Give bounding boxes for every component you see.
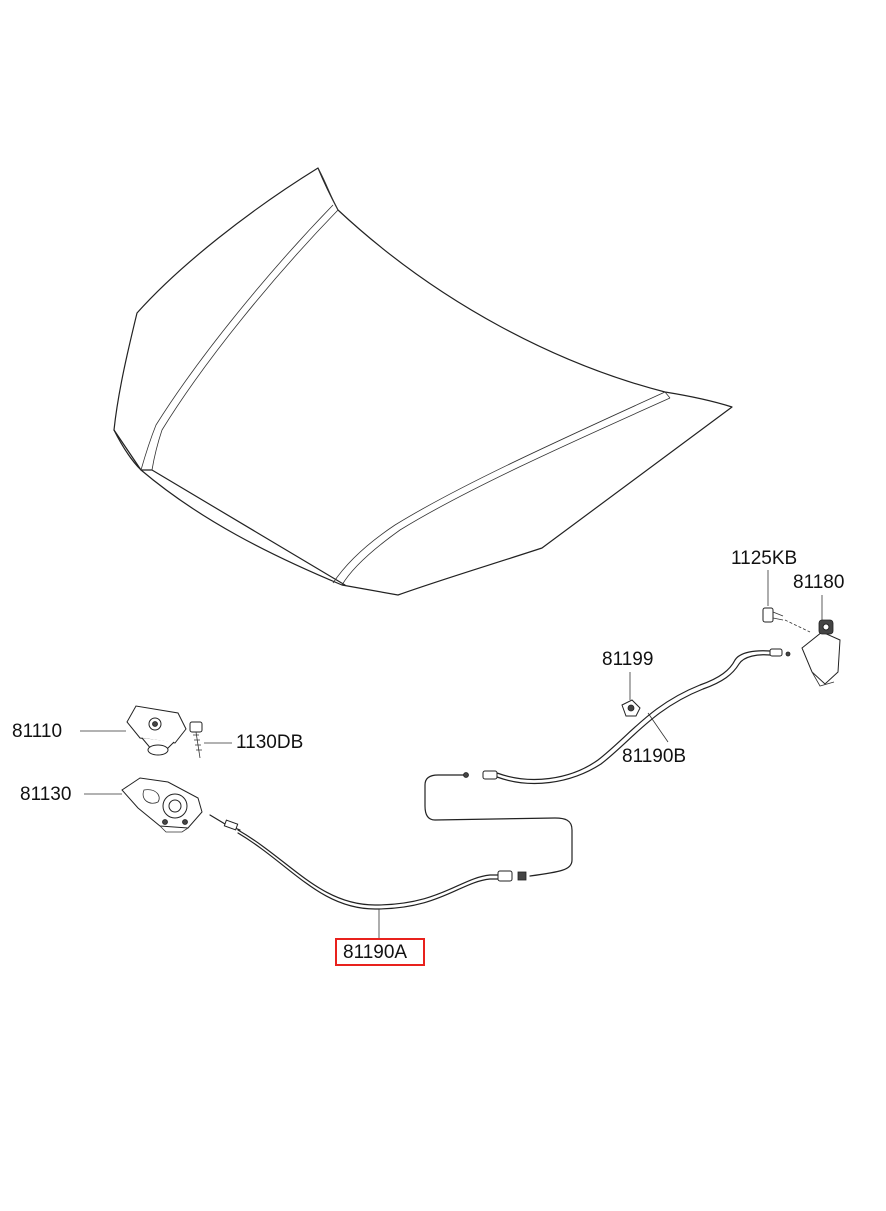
highlight-81190a[interactable]: 81190A	[335, 938, 425, 966]
label-81199: 81199	[602, 649, 654, 670]
release-handle-part	[801, 619, 841, 687]
label-81190b: 81190B	[622, 746, 687, 767]
latch-assembly-part	[121, 777, 203, 833]
label-81190a: 81190A	[343, 942, 408, 963]
latch-striker-part	[126, 705, 187, 756]
leader-lines	[80, 570, 823, 940]
label-81130: 81130	[20, 784, 72, 805]
label-1125kb: 1125KB	[731, 548, 798, 569]
bolt-1125kb-part	[762, 607, 811, 633]
release-cable-a	[209, 814, 527, 910]
release-cable-b	[424, 648, 791, 877]
label-1130db: 1130DB	[236, 732, 304, 753]
label-81110: 81110	[12, 721, 63, 742]
cable-clip-part	[621, 699, 641, 717]
bolt-part	[189, 721, 203, 759]
hood-panel	[113, 167, 733, 596]
label-81180: 81180	[793, 572, 845, 593]
